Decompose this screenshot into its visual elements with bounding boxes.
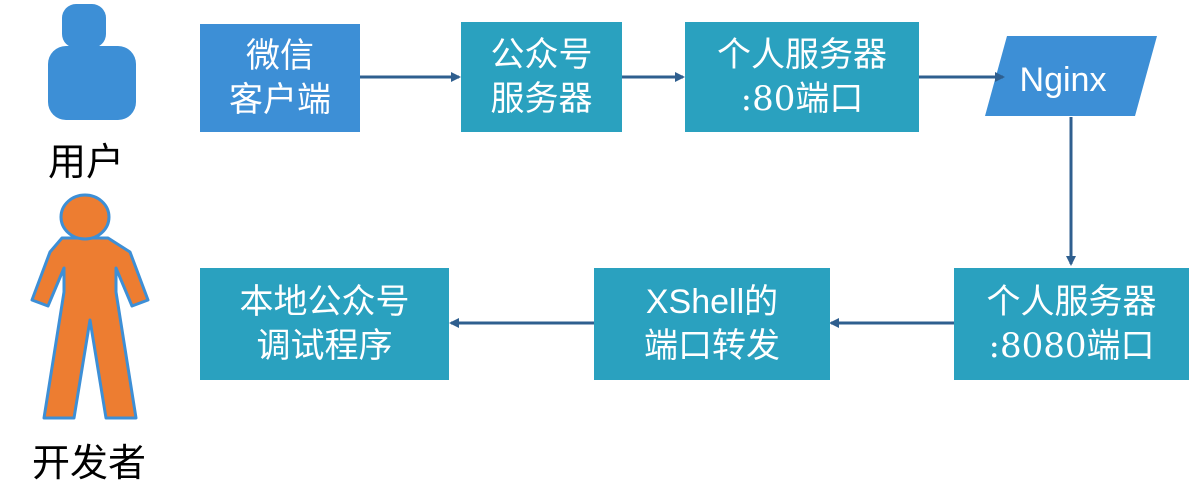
wechat-client-box: 微信 客户端 xyxy=(200,24,360,132)
personal-server-80-box: 个人服务器 :80端口 xyxy=(685,22,919,132)
personal-server-80-line1: 个人服务器 xyxy=(717,35,887,75)
mp-server-box: 公众号 服务器 xyxy=(461,22,622,132)
nginx-label: Nginx xyxy=(1019,60,1107,99)
wechat-client-line2: 客户端 xyxy=(229,80,331,120)
personal-server-8080-line2: :8080端口 xyxy=(988,326,1155,366)
local-debug-line1: 本地公众号 xyxy=(239,282,410,322)
xshell-forward-line1: XShell的 xyxy=(645,283,779,321)
mp-server-line1: 公众号 xyxy=(490,35,593,75)
local-debug-box: 本地公众号 调试程序 xyxy=(200,268,449,380)
developer-label: 开发者 xyxy=(32,441,147,485)
local-debug-line2: 调试程序 xyxy=(256,326,393,366)
wechat-client-line1: 微信 xyxy=(246,36,314,76)
xshell-forward-line2: 端口转发 xyxy=(644,326,780,366)
xshell-forward-box: XShell的 端口转发 xyxy=(594,268,830,380)
personal-server-8080-line1: 个人服务器 xyxy=(986,282,1157,322)
mp-server-line2: 服务器 xyxy=(490,79,593,119)
nginx-node-shape xyxy=(985,36,1157,116)
user-person-icon xyxy=(48,4,136,120)
developer-person-icon xyxy=(30,193,150,420)
personal-server-8080-box: 个人服务器 :8080端口 xyxy=(954,268,1189,380)
personal-server-80-line2: :80端口 xyxy=(740,79,864,119)
user-label: 用户 xyxy=(48,140,125,184)
